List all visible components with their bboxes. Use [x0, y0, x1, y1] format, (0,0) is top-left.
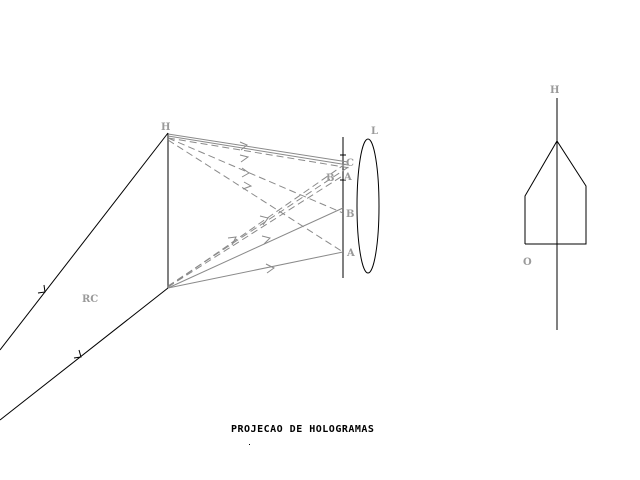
ray-bottom-arrow-1 [265, 263, 275, 274]
label-image-b-lower: B [346, 209, 354, 220]
label-object: O [523, 257, 532, 268]
label-image-a-upper: A [343, 172, 352, 183]
ray-bottom-c-dashed-2 [167, 165, 351, 287]
ray-top-c-dashed [167, 137, 351, 169]
reference-beam-lower-arrow [73, 349, 82, 359]
label-reference-beam: RC [82, 294, 98, 305]
ray-top-c-2 [167, 135, 349, 166]
label-hologram-left: H [161, 122, 170, 133]
ray-top-arrow-2 [239, 154, 250, 163]
ray-bottom-arrow-3 [227, 236, 237, 246]
ray-top-arrow-4 [242, 181, 253, 190]
ray-bottom-a [167, 251, 344, 289]
ray-bottom-b [167, 207, 344, 289]
diagram-title: PROJECAO DE HOLOGRAMAS [231, 424, 374, 435]
lens [356, 138, 380, 274]
label-hologram-right: H [550, 85, 559, 96]
ray-top-arrow-1 [239, 141, 248, 151]
title-dot [249, 444, 250, 445]
label-image-a-lower: A [346, 248, 355, 259]
ray-top-arrow-3 [241, 167, 250, 178]
object-shape [524, 140, 587, 245]
ray-bottom-arrow-2 [261, 235, 271, 245]
label-lens: L [371, 126, 378, 137]
ray-top-b-dashed [167, 137, 344, 214]
label-image-b-upper: B [326, 173, 334, 184]
ray-bottom-c-dashed-1 [167, 161, 349, 288]
ray-top-c-1 [167, 133, 349, 163]
reference-beam-upper-arrow [37, 284, 46, 294]
label-image-c: C [346, 158, 354, 169]
ray-bottom-a-dashed [167, 174, 345, 288]
ray-top-a-dashed [167, 139, 344, 253]
reference-beam-upper [0, 132, 169, 351]
reference-beam-lower [0, 287, 169, 421]
ray-bottom-arrow-4 [259, 215, 269, 226]
